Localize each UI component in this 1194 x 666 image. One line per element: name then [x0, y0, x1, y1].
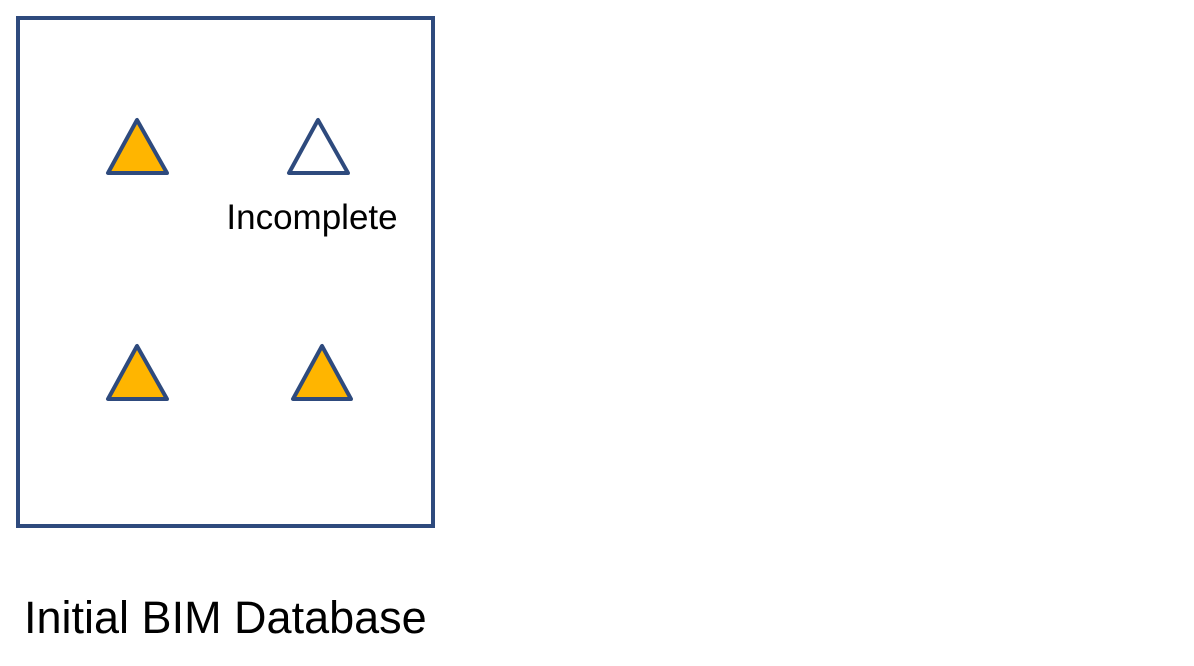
element-1-triangle-icon [106, 118, 169, 175]
incomplete-label: Incomplete [226, 198, 397, 237]
database-box [16, 16, 435, 528]
element-3-triangle-icon [106, 344, 169, 401]
element-4-triangle-icon [291, 344, 353, 401]
element-2-triangle-icon [287, 118, 350, 175]
diagram-caption: Initial BIM Database [24, 592, 427, 643]
